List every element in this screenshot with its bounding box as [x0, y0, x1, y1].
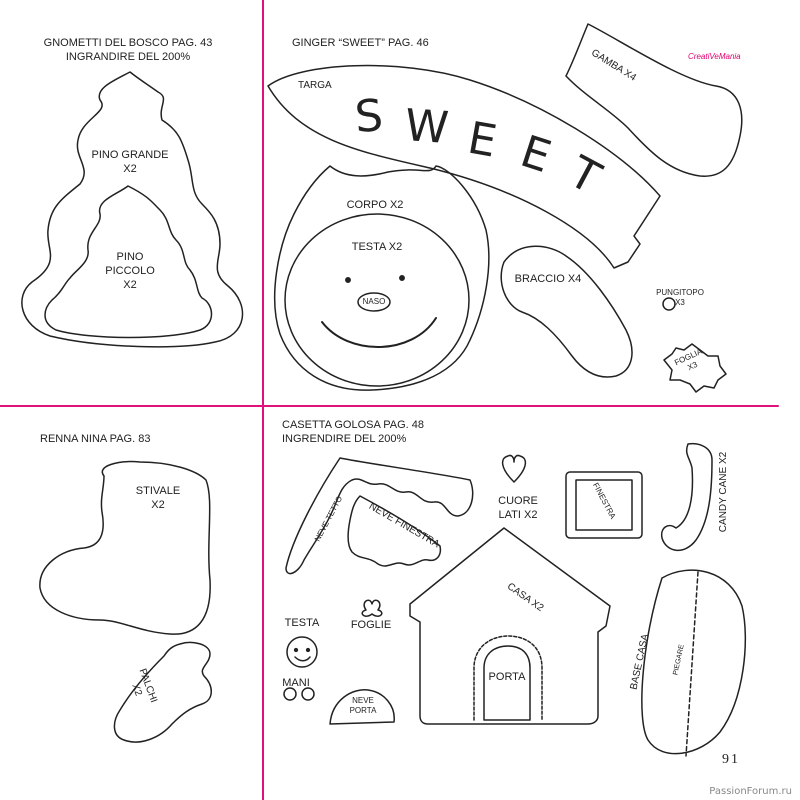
label-braccio: BRACCIO X4: [514, 273, 582, 285]
ginger-title: GINGER “SWEET” PAG. 46: [292, 37, 429, 49]
pungitopo-shape: [662, 297, 676, 311]
braccio-shape: [500, 245, 633, 378]
watermark: PassionForum.ru: [709, 786, 792, 797]
label-pino-piccolo: PINO PICCOLO X2: [105, 251, 155, 291]
label-corpo: CORPO X2: [346, 199, 404, 211]
sweet-letter-e2: E: [515, 126, 557, 183]
gamba-shape: [565, 23, 743, 177]
palchi-shape: [113, 641, 212, 743]
label-pino-grande: PINO GRANDE X2: [91, 149, 169, 175]
finestra-inner: [575, 479, 633, 531]
casa-shape: [409, 527, 611, 725]
pino-grande-shape: [21, 71, 244, 348]
naso-shape: [357, 292, 391, 312]
testa-small-shape: [286, 636, 318, 668]
label-stivale: STIVALE X2: [135, 485, 181, 511]
mano-right: [301, 687, 315, 701]
gnometti-title: GNOMETTI DEL BOSCO PAG. 43 INGRANDIRE DE…: [43, 37, 213, 63]
sweet-letter-e1: E: [464, 113, 500, 168]
label-mani: MANI: [282, 677, 310, 689]
label-pungitopo: PUNGITOPO X3: [656, 288, 704, 307]
foglie-shape: [361, 599, 383, 617]
casetta-title: CASETTA GOLOSA PAG. 48 INGRENDIRE DEL 20…: [282, 419, 425, 445]
label-porta: PORTA: [488, 671, 526, 683]
page-number: 91: [722, 752, 740, 767]
sweet-letter-s: S: [353, 90, 384, 143]
targa-shape: [267, 64, 661, 269]
label-foglie: FOGLIE: [350, 619, 392, 631]
neve-porta-shape: [329, 689, 395, 725]
renna-title: RENNA NINA PAG. 83: [40, 433, 151, 445]
candy-cane-shape: [660, 442, 713, 551]
mano-left: [283, 687, 297, 701]
porta-frame: [473, 635, 543, 721]
neve-tetto-shape: [285, 457, 474, 575]
foglia-shape: [663, 343, 727, 393]
label-testa: TESTA X2: [351, 241, 403, 253]
stivale-shape: [39, 460, 211, 635]
label-naso: NASO: [362, 297, 386, 306]
porta-shape: [483, 645, 531, 721]
pino-piccolo-shape: [44, 185, 213, 339]
finestra-frame: [565, 471, 643, 539]
brand-logo: CreatiVeMania: [688, 52, 741, 61]
base-casa-shape: [641, 569, 747, 755]
cuore-shape: [501, 454, 527, 483]
label-targa: TARGA: [298, 80, 332, 91]
label-neve-porta: NEVE PORTA: [349, 696, 377, 715]
label-candy-cane: CANDY CANE X2: [718, 451, 730, 533]
sweet-letter-t: T: [560, 146, 609, 204]
label-testa-small: TESTA: [284, 617, 320, 629]
testa-shape: [284, 213, 470, 387]
neve-finestra-shape: [347, 495, 442, 567]
label-cuore: CUORE LATI X2: [498, 495, 538, 521]
corpo-shape: [273, 165, 490, 391]
sweet-letter-w: W: [403, 100, 450, 154]
